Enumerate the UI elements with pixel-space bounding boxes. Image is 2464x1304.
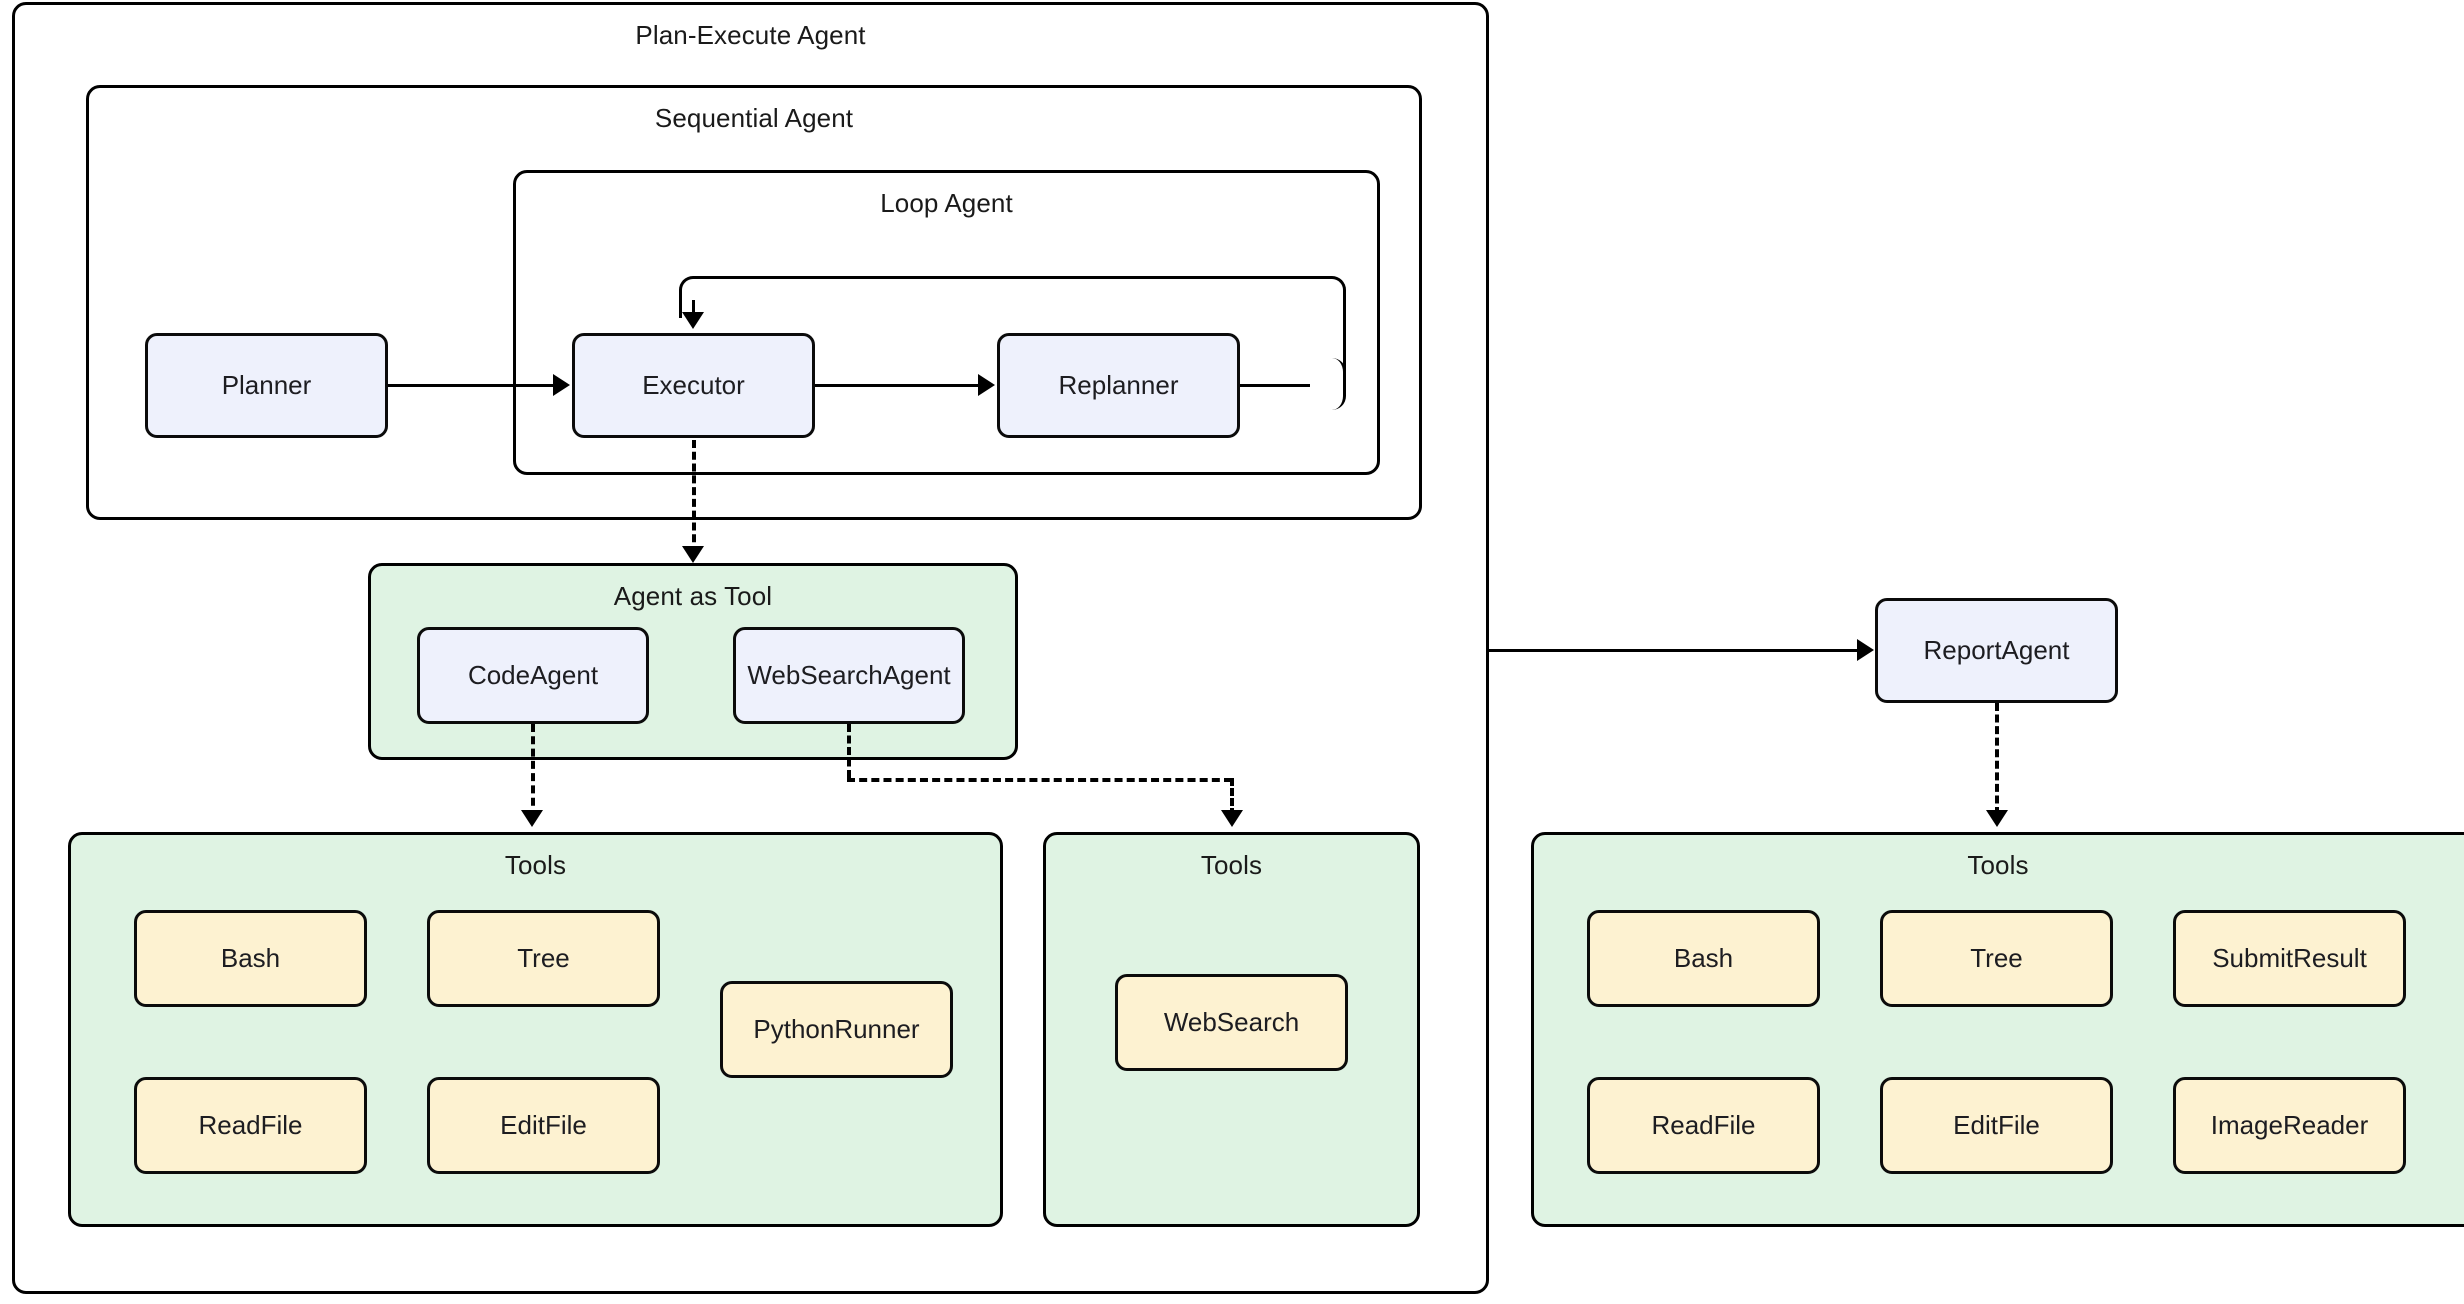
edge-code-agent-to-tools-arrowhead <box>521 810 543 827</box>
node-code-agent-label: CodeAgent <box>467 660 599 690</box>
edge-code-agent-to-tools <box>531 724 535 818</box>
tool-editfile-report[interactable]: EditFile <box>1880 1077 2113 1174</box>
edge-executor-to-agent-as-tool <box>692 440 696 554</box>
node-websearch-agent[interactable]: WebSearchAgent <box>733 627 965 724</box>
node-replanner-label: Replanner <box>1058 370 1179 400</box>
edge-executor-to-replanner <box>815 384 978 387</box>
tool-websearch[interactable]: WebSearch <box>1115 974 1348 1071</box>
node-executor-label: Executor <box>642 370 745 400</box>
edge-report-agent-to-tools <box>1995 703 1999 815</box>
edge-loopback-segment-up <box>1343 290 1346 386</box>
node-executor[interactable]: Executor <box>572 333 815 438</box>
node-planner-label: Planner <box>221 370 312 400</box>
tool-tree-code[interactable]: Tree <box>427 910 660 1007</box>
node-code-agent[interactable]: CodeAgent <box>417 627 649 724</box>
tool-editfile-code[interactable]: EditFile <box>427 1077 660 1174</box>
edge-loopback-corner-top-right <box>1294 276 1346 316</box>
tool-editfile-report-label: EditFile <box>1953 1110 2040 1140</box>
node-websearch-agent-label: WebSearchAgent <box>747 660 951 690</box>
container-tools-websearch-title: Tools <box>1200 850 1263 880</box>
edge-executor-to-replanner-arrowhead <box>978 374 995 396</box>
tool-imagereader-report[interactable]: ImageReader <box>2173 1077 2406 1174</box>
tool-readfile-report[interactable]: ReadFile <box>1587 1077 1820 1174</box>
tool-pythonrunner-code-label: PythonRunner <box>753 1014 920 1044</box>
container-plan-execute-agent-title: Plan-Execute Agent <box>635 20 866 50</box>
edge-executor-to-agent-as-tool-arrowhead <box>682 546 704 563</box>
node-replanner[interactable]: Replanner <box>997 333 1240 438</box>
edge-report-agent-to-tools-arrowhead <box>1986 810 2008 827</box>
tool-tree-report-label: Tree <box>1970 943 2023 973</box>
edge-plan-execute-to-report-agent-arrowhead <box>1857 639 1874 661</box>
tool-tree-code-label: Tree <box>517 943 570 973</box>
edge-loopback-arrowhead <box>682 312 704 329</box>
container-loop-agent-title: Loop Agent <box>880 188 1013 218</box>
tool-imagereader-report-label: ImageReader <box>2210 1110 2369 1140</box>
tool-editfile-code-label: EditFile <box>500 1110 587 1140</box>
tool-bash-report-label: Bash <box>1673 943 1734 973</box>
container-loop-agent: Loop Agent <box>513 170 1380 475</box>
node-planner[interactable]: Planner <box>145 333 388 438</box>
tool-readfile-code[interactable]: ReadFile <box>134 1077 367 1174</box>
edge-loopback-segment-top <box>710 276 1310 279</box>
tool-readfile-report-label: ReadFile <box>1651 1110 1756 1140</box>
tool-bash-code-label: Bash <box>220 943 281 973</box>
edge-planner-to-executor-arrowhead <box>553 374 570 396</box>
edge-loopback-segment-right <box>1240 384 1310 387</box>
edge-planner-to-executor <box>388 384 553 387</box>
tool-readfile-code-label: ReadFile <box>198 1110 303 1140</box>
tool-websearch-label: WebSearch <box>1163 1007 1300 1037</box>
container-plan-execute-agent: Plan-Execute Agent <box>12 2 1489 1294</box>
edge-websearch-agent-to-tools-segment-right <box>847 778 1232 782</box>
edge-plan-execute-to-report-agent <box>1489 649 1869 652</box>
tool-submitresult-report-label: SubmitResult <box>2212 943 2367 973</box>
node-report-agent-label: ReportAgent <box>1923 635 2070 665</box>
tool-submitresult-report[interactable]: SubmitResult <box>2173 910 2406 1007</box>
container-tools-code-title: Tools <box>504 850 567 880</box>
edge-websearch-agent-to-tools-segment-down2 <box>1230 778 1234 816</box>
tool-tree-report[interactable]: Tree <box>1880 910 2113 1007</box>
node-report-agent[interactable]: ReportAgent <box>1875 598 2118 703</box>
container-sequential-agent-title: Sequential Agent <box>654 103 854 133</box>
container-agent-as-tool-title: Agent as Tool <box>613 581 773 611</box>
edge-websearch-agent-to-tools-arrowhead <box>1221 810 1243 827</box>
tool-bash-report[interactable]: Bash <box>1587 910 1820 1007</box>
container-tools-report-title: Tools <box>1967 850 2029 880</box>
container-sequential-agent: Sequential Agent <box>86 85 1422 520</box>
edge-loopback-corner-bottom-right <box>1294 358 1346 410</box>
tool-bash-code[interactable]: Bash <box>134 910 367 1007</box>
edge-websearch-agent-to-tools-segment-down <box>847 724 851 778</box>
edge-loopback-segment-down <box>692 300 695 320</box>
edge-loopback-corner-top-left <box>679 276 725 318</box>
tool-pythonrunner-code[interactable]: PythonRunner <box>720 981 953 1078</box>
